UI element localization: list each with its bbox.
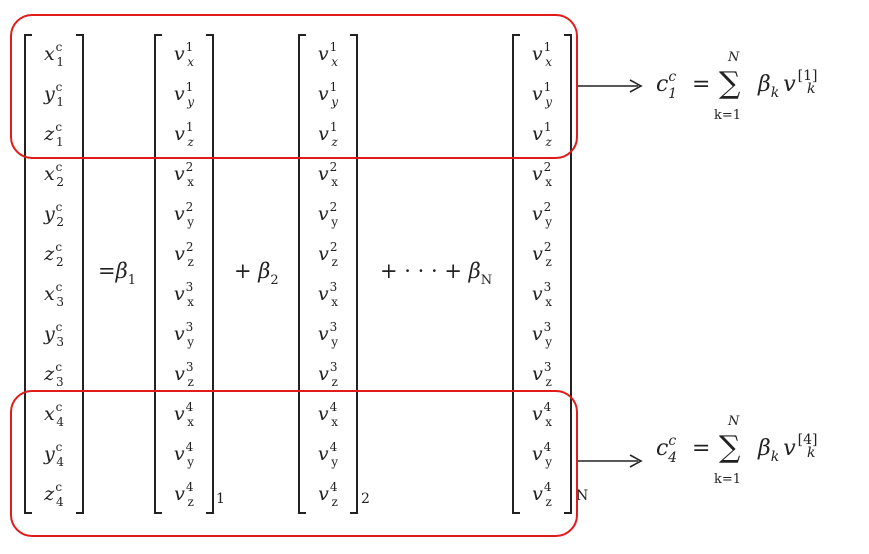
- vector-entry: v4z: [318, 480, 338, 509]
- arrow-right-icon: [578, 79, 643, 93]
- vector-entry: zc2: [44, 240, 64, 269]
- vector-entry: xc2: [43, 160, 65, 189]
- lhs-vector: xc1 yc1 zc1 xc2 yc2 zc2 xc3 yc3 zc3 xc4 yc4 zc4: [24, 34, 84, 514]
- basis-vector-2: v1x v1y v1z v2x v2y v2z v3x v3y v3z v4x v4y v4z: [298, 34, 358, 514]
- vector-entry: v1z: [318, 120, 338, 149]
- highlight-box-point-4: [10, 390, 578, 537]
- right-bracket: [206, 34, 214, 514]
- vector-entry: v4y: [173, 440, 195, 469]
- vector-entry: v4x: [531, 400, 553, 429]
- vector-entry: v3z: [532, 360, 552, 389]
- vector-entry: xc1: [43, 40, 65, 69]
- plus-beta-2: + β2: [234, 259, 279, 288]
- vector-entry: v1y: [317, 80, 339, 109]
- vector-entry: v1y: [531, 80, 553, 109]
- vector-entry: v4x: [173, 400, 195, 429]
- vector-entry: v1z: [174, 120, 194, 149]
- vector-entry: zc4: [44, 480, 64, 509]
- vector-entry: v2z: [174, 240, 194, 269]
- vector-entry: v1z: [532, 120, 552, 149]
- vector-entry: v2x: [531, 160, 553, 189]
- vector-entry: v1y: [173, 80, 195, 109]
- vector-entry: zc1: [44, 120, 64, 149]
- arrow-right-icon: [578, 454, 643, 468]
- vector-entry: v3y: [173, 320, 195, 349]
- equals-beta-1: =β1: [98, 259, 137, 288]
- left-bracket: [298, 34, 306, 514]
- vector-entry: v3y: [531, 320, 553, 349]
- vector-entry: v3y: [317, 320, 339, 349]
- vector-entry: v2z: [318, 240, 338, 269]
- plus-dots-beta-n: + · · · + βN: [380, 259, 493, 288]
- vector-entry: xc3: [43, 280, 65, 309]
- vector-entry: yc3: [43, 320, 65, 349]
- vector-entry: yc1: [43, 80, 65, 109]
- basis-vector-n: v1x v1y v1z v2x v2y v2z v3x v3y v3z v4x v4y v4z: [512, 34, 572, 514]
- vector-entry: v2y: [173, 200, 195, 229]
- vector-entry: yc4: [43, 440, 65, 469]
- vector-entry: v4x: [317, 400, 339, 429]
- vector-entry: yc2: [43, 200, 65, 229]
- right-bracket: [350, 34, 358, 514]
- vector-entry: zc3: [44, 360, 64, 389]
- vector-entry: v3z: [174, 360, 194, 389]
- right-bracket: [76, 34, 84, 514]
- left-bracket: [154, 34, 162, 514]
- vector-entry: v2y: [531, 200, 553, 229]
- left-bracket: [512, 34, 520, 514]
- vector-entry: xc4: [43, 400, 65, 429]
- basis-vector-subscript: 1: [216, 491, 225, 507]
- vector-entry: v3z: [318, 360, 338, 389]
- vector-entry: v2x: [317, 160, 339, 189]
- basis-vector-subscript: N: [576, 488, 589, 504]
- vector-entry: v2z: [532, 240, 552, 269]
- vector-entry: v3x: [317, 280, 339, 309]
- vector-entry: v4z: [532, 480, 552, 509]
- basis-vector-1: v1x v1y v1z v2x v2y v2z v3x v3y v3z v4x v4y v4z: [154, 34, 214, 514]
- vector-entry: v2y: [317, 200, 339, 229]
- vector-entry: v4y: [317, 440, 339, 469]
- vector-entry: v3x: [531, 280, 553, 309]
- vector-entry: v1x: [317, 40, 339, 69]
- vector-entry: v3x: [173, 280, 195, 309]
- vector-entry: v1x: [173, 40, 195, 69]
- highlight-box-point-1: [10, 14, 578, 159]
- vector-entry: v4y: [531, 440, 553, 469]
- vector-entry: v1x: [531, 40, 553, 69]
- vector-entry: v2x: [173, 160, 195, 189]
- vector-entry: v4z: [174, 480, 194, 509]
- basis-vector-subscript: 2: [361, 491, 370, 507]
